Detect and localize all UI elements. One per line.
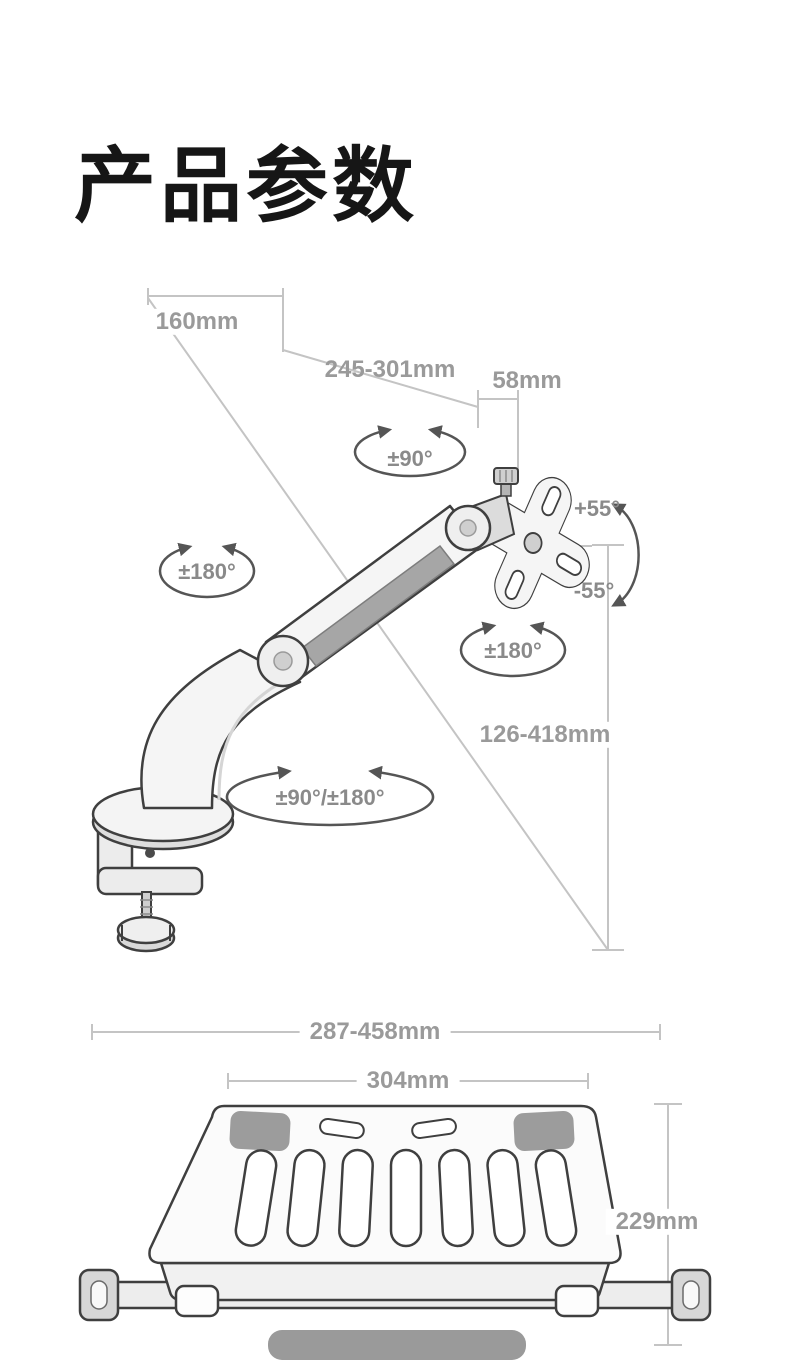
vent-slots-small <box>319 1117 457 1140</box>
rotation-label-base: ±90°/±180° <box>275 784 385 810</box>
rotation-label-lower-arm: ±180° <box>178 558 236 584</box>
lower-arm-rotation-arrow <box>158 542 256 599</box>
laptop-tray-illustration <box>78 1104 712 1360</box>
tray-front-lip <box>159 1261 611 1302</box>
dim-label-tray-platform-width: 304mm <box>356 1067 460 1095</box>
monitor-arm-illustration <box>91 467 590 953</box>
front-stopper-right <box>554 1284 600 1318</box>
vesa-rotation-arrow <box>459 621 567 678</box>
tilt-arrow <box>611 503 640 607</box>
rotation-label-head-swivel: ±90° <box>387 445 433 471</box>
head-joint <box>444 492 516 552</box>
clamp-knob <box>116 915 176 953</box>
dim-label-height-range: 126-418mm <box>469 721 621 749</box>
rotation-arrows <box>158 425 640 827</box>
head-swivel-arrow <box>353 425 467 478</box>
dim-label-base-offset: 160mm <box>145 308 249 336</box>
corner-pad-left <box>229 1110 291 1152</box>
dim-label-head-depth: 58mm <box>492 366 562 394</box>
tilt-label-up: +55° <box>573 495 621 521</box>
adjustment-knob <box>493 467 519 497</box>
base-rotation-arrow <box>225 765 435 827</box>
tilt-label-down: -55° <box>573 577 615 603</box>
rail-end-cap-left <box>78 1268 120 1322</box>
support-bar <box>268 1330 526 1360</box>
page-title: 产品参数 <box>74 141 419 232</box>
dim-label-tray-depth: 229mm <box>605 1208 709 1236</box>
gas-spring-recess <box>300 544 456 668</box>
front-stopper-left <box>174 1284 220 1318</box>
corner-pad-right <box>513 1110 575 1152</box>
vent-slots-main <box>234 1148 578 1248</box>
rail-end-cap-right <box>670 1268 712 1322</box>
rotation-label-vesa: ±180° <box>484 637 542 663</box>
dim-label-tray-total-width: 287-458mm <box>299 1018 451 1046</box>
dim-label-arm-reach: 245-301mm <box>324 355 456 383</box>
